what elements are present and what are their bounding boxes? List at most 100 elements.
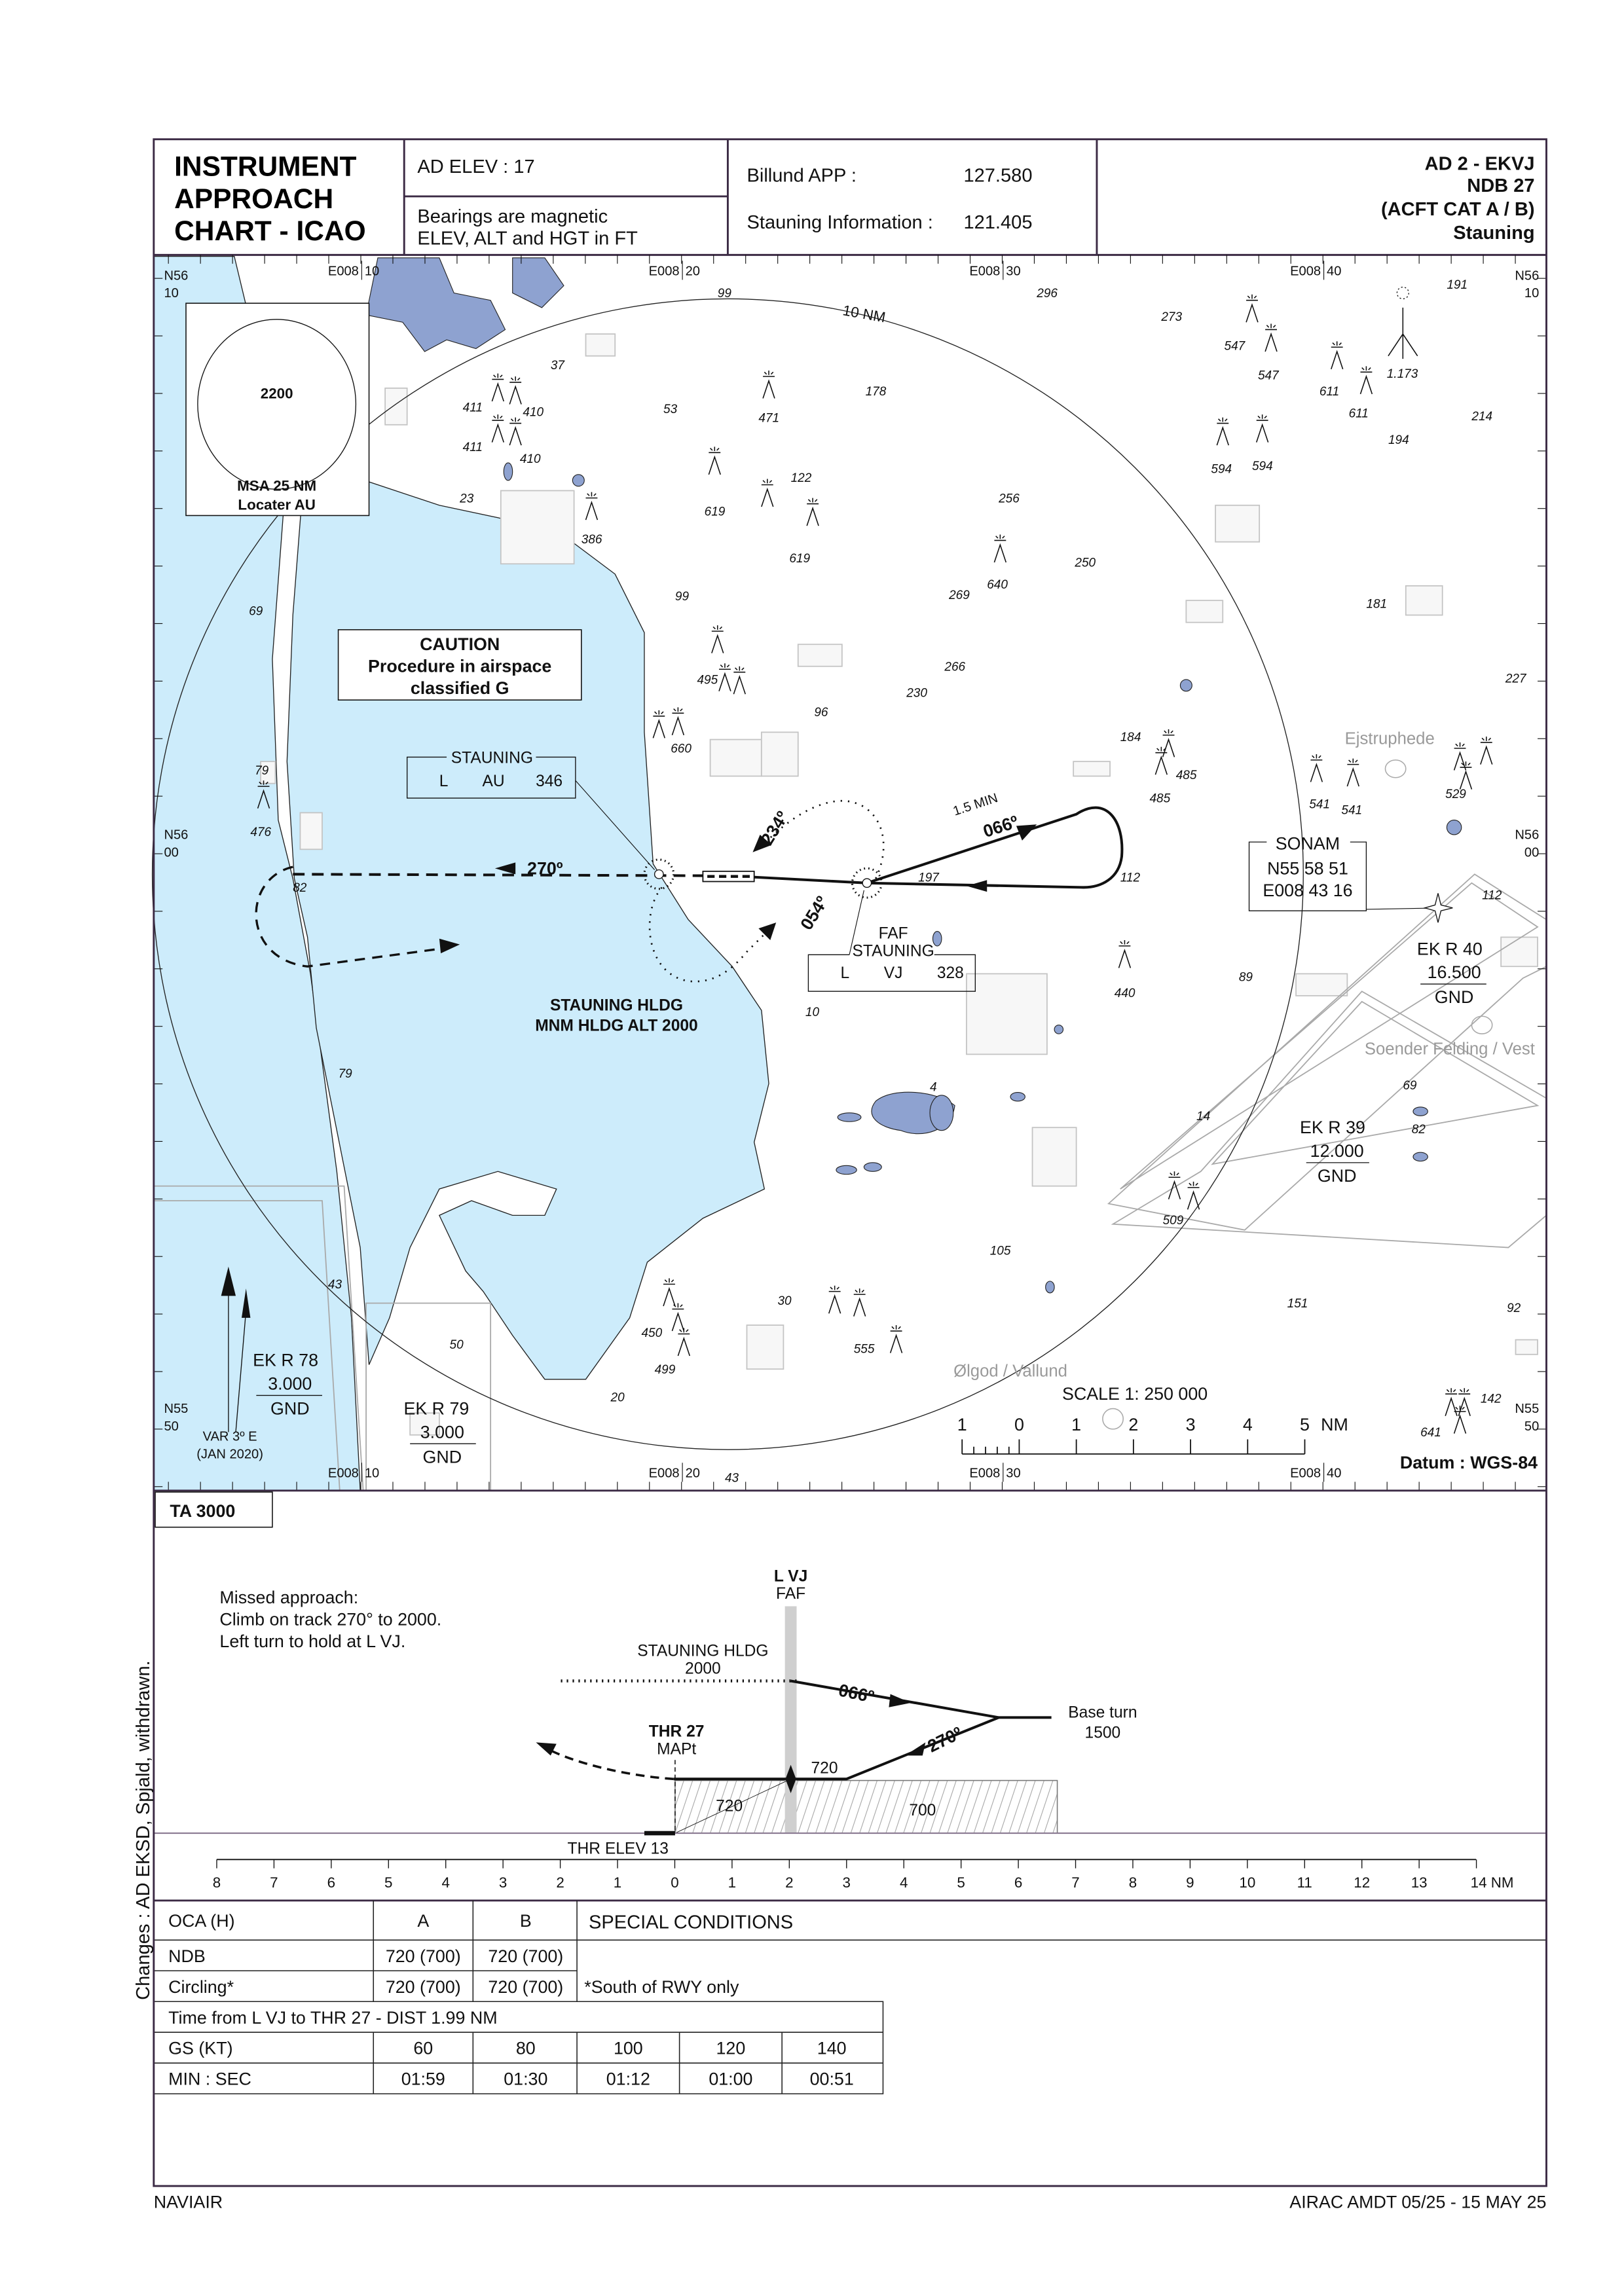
outbound-timing-label: 1.5 MIN [951,791,1000,819]
hatch-line [806,1780,825,1834]
spot-height: 476 [250,826,271,839]
missed-approach-profile [548,1748,674,1781]
obstacle-icon [509,417,522,446]
obstacle-icon [889,1325,903,1353]
longitude-label: E008 [328,264,359,279]
table-cell: Circling* [168,1977,234,1997]
axis-label: 8 [213,1874,221,1891]
hatch-line [1035,1780,1054,1834]
spot-height: 184 [1120,731,1141,744]
spot-height: 641 [1420,1426,1441,1440]
obstacle-icon [491,373,505,402]
built-up-areas [260,333,1538,1436]
arrow-icon [439,938,460,954]
latitude-label: N55 [164,1402,188,1416]
axis-label: 4 [900,1874,908,1891]
magnetic-variation-arrows: VAR 3º E (JAN 2020) [196,1266,263,1462]
spot-height: 122 [791,471,812,485]
spot-height: 30 [777,1294,792,1308]
restricted-area-lower: GND [1435,987,1474,1007]
table-cell: 720 (700) [386,1946,461,1966]
obstacle-icon [1118,939,1132,968]
transition-altitude: TA 3000 [170,1501,235,1521]
spot-height: 99 [675,590,690,604]
obstacle-icon [828,1285,841,1314]
holding-pattern [866,806,1124,889]
true-north-arrow-icon [221,1266,236,1296]
longitude-label: 40 [1327,1467,1341,1481]
spot-height: 53 [663,403,678,416]
arrow-icon [889,1694,911,1707]
obstacle-icon [1445,1388,1458,1416]
obstacle-icon [1359,366,1373,395]
obstacle-icon [1255,414,1269,443]
hatch-line [832,1780,851,1834]
spot-height: 43 [725,1471,739,1485]
axis-label: 8 [1129,1874,1137,1891]
procedure-turn-inbound [648,886,766,983]
scale-tick-label: 4 [1243,1415,1253,1434]
spot-height: 410 [523,405,544,419]
obstacle-icon [1162,729,1175,757]
hatch-line [991,1780,1010,1834]
outbound-track-label: 066º [981,812,1021,841]
spot-height: 250 [1074,556,1096,570]
ground-speed-cell: 120 [716,2039,746,2058]
hatch-line [999,1780,1018,1834]
hatch-line [903,1780,922,1834]
waypoint-longitude: E008 43 16 [1263,881,1352,900]
billund-app-frequency: 127.580 [963,166,1032,187]
axis-label: 2 [556,1874,564,1891]
missed-approach-text: Left turn to hold at L VJ. [219,1631,405,1651]
caution-text: classified G [411,678,509,698]
ndb-vj-center [862,878,872,888]
arrow-icon [1016,824,1037,841]
longitude-label: 20 [686,264,700,279]
transition-altitude-box [155,1491,273,1528]
ndb-vj-ident: VJ [884,964,903,982]
spot-height: 181 [1366,597,1387,611]
spot-height: 660 [671,742,692,756]
spot-height: 227 [1505,672,1527,685]
msa-label: MSA 25 NM [237,477,316,494]
spot-height: 594 [1252,460,1273,473]
caution-title: CAUTION [420,634,500,654]
obstacle-icon [652,710,665,738]
missed-approach-track [255,866,440,968]
latitude-label: 00 [164,845,178,860]
spot-height: 82 [1412,1123,1426,1137]
axis-label: 11 [1297,1874,1312,1891]
latitude-label: 10 [164,286,178,301]
outbound-profile-track [790,1679,1052,1719]
spot-height: 96 [814,706,828,720]
fjord-area [286,475,769,1380]
scale-tick-label: 5 [1300,1415,1310,1434]
ndb-au-ident: AU [483,773,505,790]
spot-height: 594 [1211,463,1232,477]
sonam-waypoint-box: SONAM N55 58 51 E008 43 16 [1248,833,1453,923]
spot-height: 142 [1481,1393,1502,1406]
table-cell: 720 (700) [488,1977,563,1997]
arrow-icon [752,834,772,852]
axis-label: 1 [614,1874,621,1891]
ndb-au-label-box: STAUNING L AU 346 [407,749,655,870]
hatch-line [841,1780,860,1834]
obstacle-icon [671,1303,685,1332]
latitude-label: N55 [1515,1402,1539,1416]
table-cell: 720 (700) [386,1977,461,1997]
restricted-area-lower: GND [423,1447,462,1467]
circle-distance-label: 10 NM [841,302,887,325]
final-track [754,875,867,884]
ndb-au-icon [643,858,675,890]
obstacle-icon [509,376,522,405]
spot-height: 440 [1115,987,1135,1000]
hatch-line [955,1780,974,1834]
obstacle-icon [711,625,724,653]
holding-label: STAUNING HLDG [637,1642,768,1660]
arrow-icon [966,880,987,892]
obstacle-icon [1246,294,1259,323]
town-label: Ejstruphede [1345,729,1435,748]
column-header: OCA (H) [168,1911,234,1931]
